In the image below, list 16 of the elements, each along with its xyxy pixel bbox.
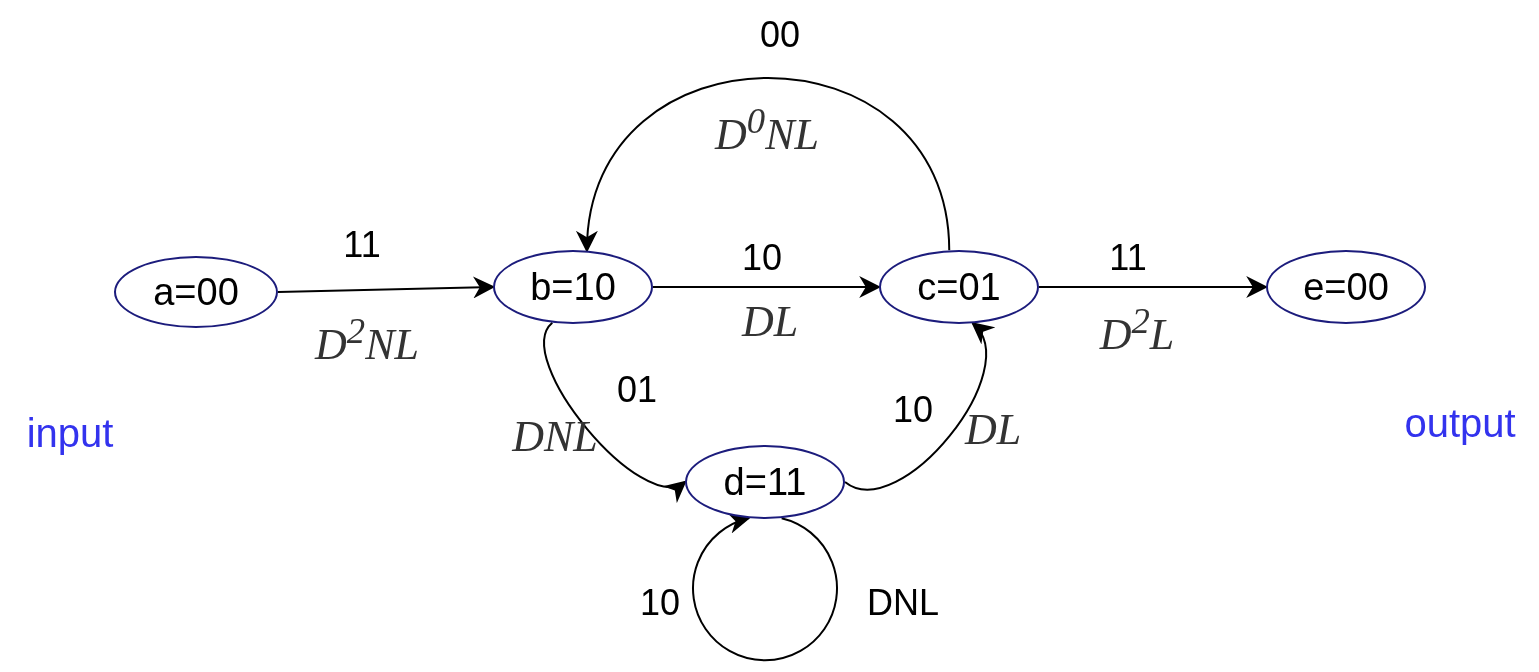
state-label: d=11 [723, 460, 807, 504]
transfer-term-label: D$^{2}$L [1099, 303, 1175, 357]
io-label: output [1404, 403, 1516, 443]
state-label: a=00 [153, 270, 239, 314]
state-label: b=10 [530, 265, 616, 309]
arrow [578, 76, 951, 253]
arrow [844, 321, 994, 490]
transfer-term-label: DNL [867, 585, 939, 621]
transfer-term-label: D$^{2}$NL [315, 313, 419, 367]
transfer-term-label: DL [964, 408, 1022, 452]
transfer-term-label: DNL [512, 415, 598, 459]
state-label: c=01 [917, 265, 1001, 309]
transfer-term-label: DL [741, 300, 799, 344]
io-label: input [26, 413, 114, 453]
state-label: e=00 [1303, 265, 1389, 309]
transfer-term-label: D$^{0}$NL [715, 103, 819, 157]
